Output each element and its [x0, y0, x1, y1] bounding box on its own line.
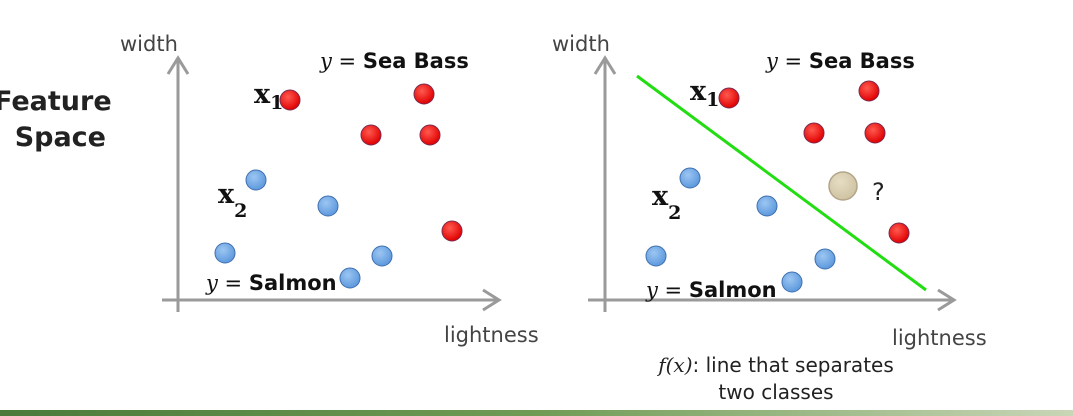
unknown-point	[828, 171, 858, 201]
left-blue-points	[214, 169, 393, 289]
right-blue-points	[645, 167, 836, 293]
sea-bass-point	[858, 80, 880, 102]
salmon-point	[814, 248, 836, 270]
right-x-axis-label: lightness	[892, 326, 987, 350]
right-sea-bass-label: y = Sea Bass	[765, 49, 915, 73]
left-x2-label: x2	[218, 179, 247, 222]
sea-bass-point	[888, 222, 910, 244]
separator-caption: f(x): line that separates two classes	[600, 352, 952, 406]
salmon-point	[245, 169, 267, 191]
sea-bass-point	[864, 122, 886, 144]
slide-title-line-1: Feature	[0, 86, 112, 117]
sea-bass-point	[360, 124, 382, 146]
salmon-point	[339, 267, 361, 289]
left-x1-label: x1	[254, 79, 283, 114]
left-plot: width lightness y = Sea Bass y = Salmon …	[120, 32, 539, 347]
salmon-point	[781, 271, 803, 293]
left-y-axis-label: width	[120, 32, 178, 56]
right-x1-label: x1	[690, 76, 719, 111]
salmon-point	[214, 242, 236, 264]
right-y-axis	[593, 55, 617, 312]
sea-bass-point	[419, 124, 441, 146]
left-y-axis	[166, 55, 190, 312]
right-plot: width lightness y = Sea Bass y = Salmon …	[552, 32, 987, 350]
left-sea-bass-label: y = Sea Bass	[319, 49, 469, 73]
left-red-points	[279, 83, 463, 242]
left-x-axis	[162, 288, 502, 312]
unknown-question-mark: ?	[872, 178, 885, 206]
caption-line-1: f(x): line that separates	[600, 352, 952, 379]
right-red-points	[718, 80, 910, 244]
caption-line-1-text: : line that separates	[692, 353, 894, 377]
right-x-axis	[588, 288, 957, 312]
right-salmon-label: y = Salmon	[645, 278, 777, 302]
salmon-point	[679, 167, 701, 189]
bottom-accent-bar	[0, 410, 1073, 416]
slide-title-line-2: Space	[14, 122, 106, 153]
left-salmon-label: y = Salmon	[205, 271, 337, 295]
sea-bass-point	[279, 89, 301, 111]
salmon-point	[756, 195, 778, 217]
caption-line-2: two classes	[718, 380, 834, 404]
right-y-axis-label: width	[552, 32, 610, 56]
separator-line	[636, 74, 927, 292]
salmon-point	[371, 245, 393, 267]
salmon-point	[317, 195, 339, 217]
left-x-axis-label: lightness	[444, 323, 539, 347]
sea-bass-point	[441, 220, 463, 242]
slide-title: Feature Space	[0, 84, 112, 156]
sea-bass-point	[413, 83, 435, 105]
caption-fx: f(x)	[658, 353, 693, 377]
sea-bass-point	[718, 87, 740, 109]
salmon-point	[645, 245, 667, 267]
right-x2-label: x2	[652, 181, 681, 224]
sea-bass-point	[803, 122, 825, 144]
